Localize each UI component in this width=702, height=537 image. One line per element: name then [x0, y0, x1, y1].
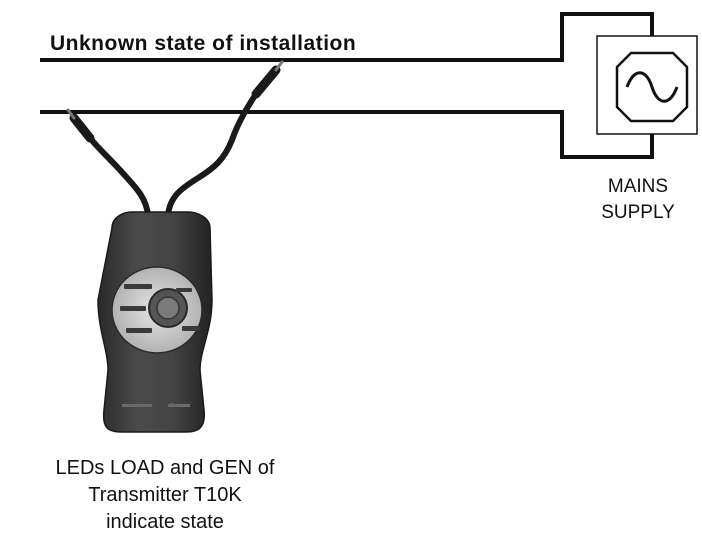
- led-panel: [111, 266, 203, 354]
- wire-top: [40, 12, 654, 62]
- probe-lead-left: [66, 108, 151, 218]
- mains-supply-label: MAINS SUPPLY: [588, 174, 688, 226]
- transmitter-t10k-device: [97, 211, 213, 433]
- device-branding: [122, 403, 190, 407]
- diagram-title: Unknown state of installation: [50, 32, 357, 55]
- caption-line-2: Transmitter T10K: [88, 484, 242, 506]
- probe-icon: [251, 60, 284, 99]
- caption-line-3: indicate state: [106, 511, 224, 533]
- caption-line-1: LEDs LOAD and GEN of: [55, 457, 275, 479]
- probe-icon: [66, 108, 95, 143]
- probe-lead-right: [165, 60, 284, 218]
- wire-bottom: [40, 110, 654, 159]
- mains-label-line-2: SUPPLY: [601, 202, 675, 223]
- mains-label-line-1: MAINS: [607, 176, 669, 197]
- mains-supply-box: [596, 35, 698, 135]
- led-caption: LEDs LOAD and GEN of Transmitter T10K in…: [0, 455, 330, 536]
- ac-source-icon: [615, 51, 689, 123]
